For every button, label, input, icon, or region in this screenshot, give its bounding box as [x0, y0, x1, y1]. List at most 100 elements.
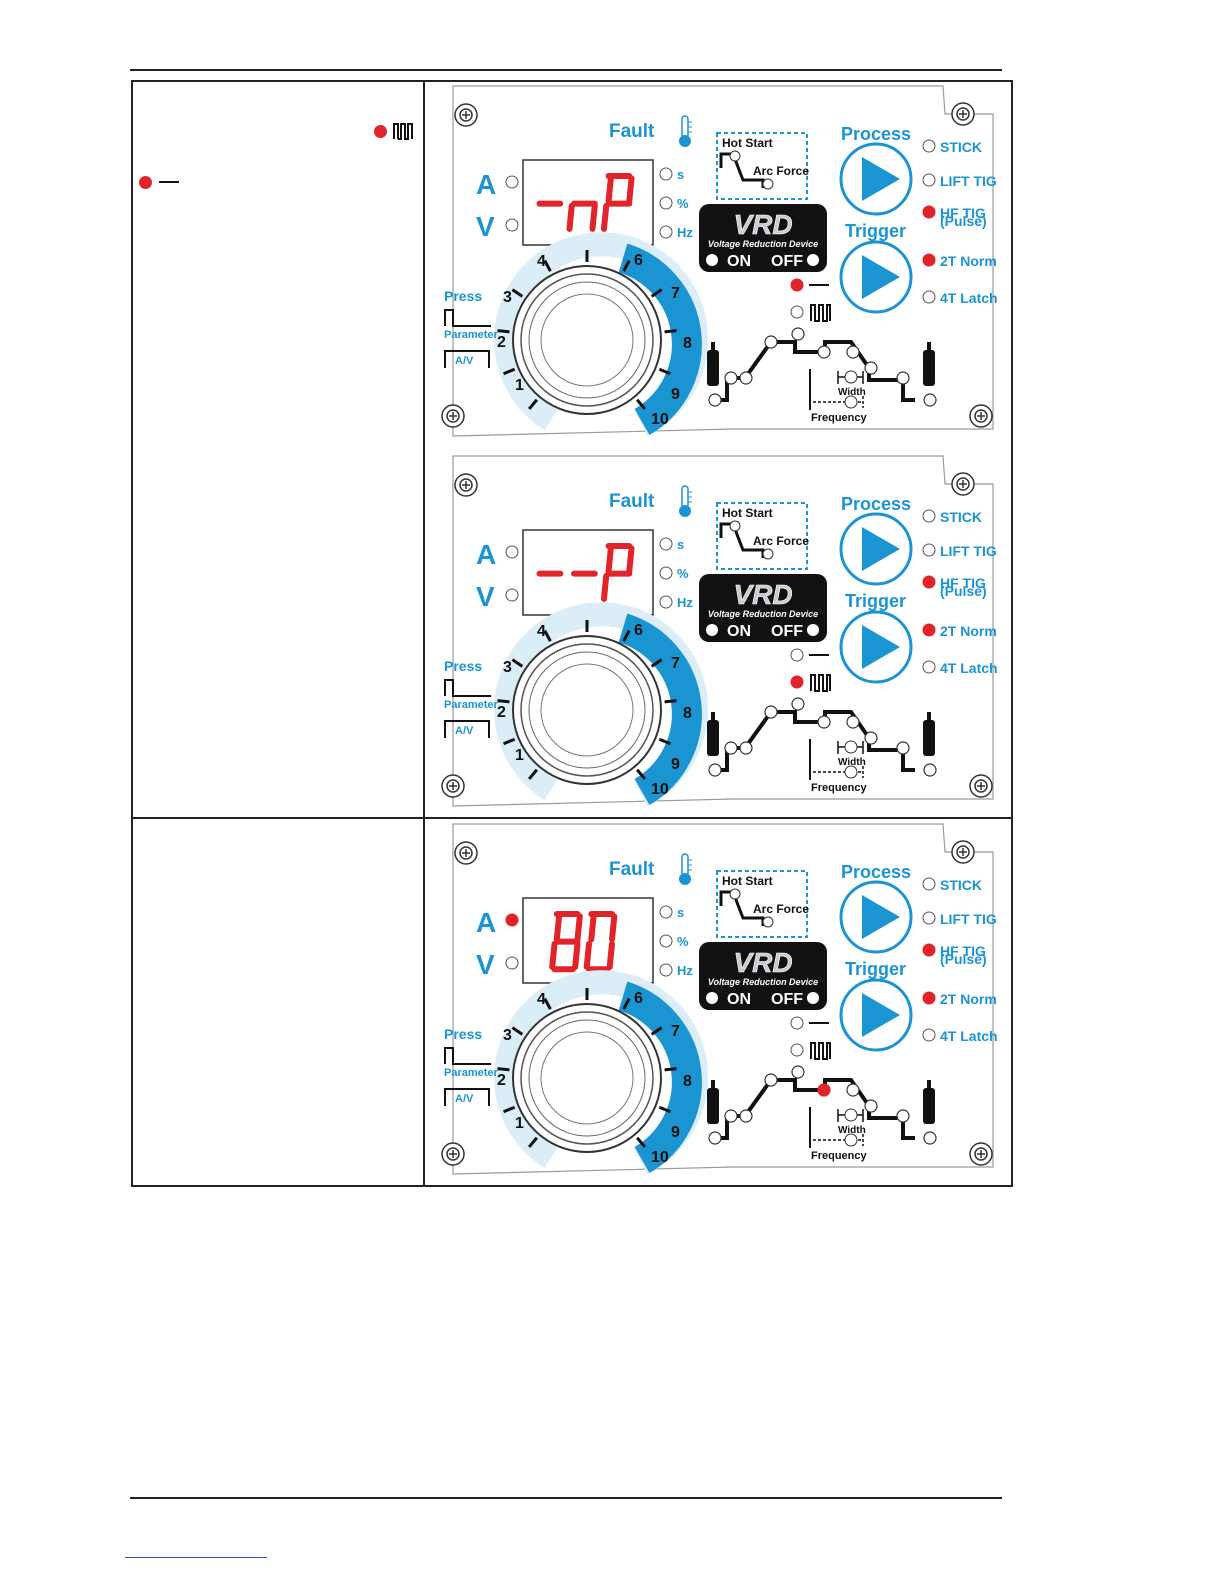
mode-led-0: [922, 509, 936, 523]
process-label: Process: [841, 862, 911, 882]
mode-label-4: 4T Latch: [940, 660, 998, 676]
volts-label: V: [476, 211, 495, 242]
sequence-led-4: [791, 327, 805, 341]
arc-force-led: [762, 548, 774, 560]
unit-label-2: Hz: [677, 225, 693, 240]
press-label: Press: [444, 658, 482, 674]
mode-led-1: [922, 543, 936, 557]
fault-label: Fault: [609, 859, 655, 880]
trigger-button[interactable]: [839, 610, 913, 684]
mode-label-1: LIFT TIG: [940, 173, 997, 189]
width-label: Width: [838, 1125, 866, 1136]
display-digit: [600, 173, 635, 232]
arc-force-label: Arc Force: [753, 902, 809, 916]
gas-bottle-icon: [707, 712, 719, 756]
frequency-label: Frequency: [811, 412, 868, 424]
gas-bottle-icon: [923, 1080, 935, 1124]
mode-led-4: [922, 1028, 936, 1042]
pulse-led: [790, 675, 804, 689]
header-rule: [130, 69, 1002, 71]
dial-tick: [635, 768, 646, 780]
press-label: Press: [444, 288, 482, 304]
sequence-led-6: [846, 715, 860, 729]
amps-led: [505, 913, 519, 927]
trigger-label: Trigger: [845, 959, 906, 979]
display-segment: [572, 940, 581, 970]
trigger-button[interactable]: [839, 978, 913, 1052]
mode-led-0: [922, 877, 936, 891]
mode-label-3: 2T Norm: [940, 623, 997, 639]
sequence-led-2: [739, 741, 753, 755]
parameter-label: Parameter: [444, 1067, 499, 1079]
display-segment: [605, 545, 614, 575]
display-segment: [566, 202, 575, 232]
row-divider: [133, 817, 1011, 819]
sequence-led-3: [764, 335, 778, 349]
dc-legend: [139, 175, 180, 189]
dc-led: [790, 278, 804, 292]
dial-tick: [635, 1136, 646, 1148]
parameter-dial[interactable]: [494, 602, 709, 806]
frequency-led: [844, 1133, 858, 1147]
sequence-led-8: [896, 1109, 910, 1123]
dial-tick: [502, 737, 516, 746]
parameter-dial[interactable]: [494, 232, 709, 436]
sequence-led-4: [791, 697, 805, 711]
mode-label-3: 2T Norm: [940, 991, 997, 1007]
dial-number-1: 2: [497, 334, 506, 351]
press-step-icon: [444, 1047, 491, 1065]
process-button[interactable]: [839, 142, 913, 216]
width-led: [844, 740, 858, 754]
dc-led: [790, 1016, 804, 1030]
display-segment: [600, 202, 610, 232]
vrd-caption: Voltage Reduction Device: [708, 239, 818, 249]
seven-segment-display: [536, 173, 635, 232]
dial-tick: [528, 768, 539, 780]
parameter-dial[interactable]: [494, 970, 709, 1174]
dial-tick: [658, 367, 672, 376]
vrd-box: [699, 204, 827, 272]
screw-icon: [454, 473, 478, 497]
screw-icon: [969, 404, 993, 428]
dial-number-5: 7: [671, 285, 680, 302]
width-label: Width: [838, 757, 866, 768]
dial-tick: [497, 329, 510, 334]
press-step-icon: [444, 309, 491, 327]
av-label: A/V: [455, 725, 474, 737]
gas-bottle-icon: [707, 342, 719, 386]
display-segment: [549, 940, 558, 970]
mode-led-2: [922, 205, 936, 219]
vrd-on-label: ON: [727, 991, 751, 1008]
sequence-led-8: [896, 371, 910, 385]
dial-number-4: 6: [634, 622, 643, 639]
amps-label: A: [476, 539, 496, 570]
dc-line-icon: [159, 181, 179, 183]
screw-icon: [969, 774, 993, 798]
dial-tick: [622, 997, 631, 1010]
unit-label-1: %: [677, 196, 689, 211]
process-button[interactable]: [839, 880, 913, 954]
sequence-led-1: [724, 371, 738, 385]
screw-icon: [441, 774, 465, 798]
volts-label: V: [476, 581, 495, 612]
sequence-led-2: [739, 1109, 753, 1123]
dial-number-8: 10: [651, 1149, 669, 1166]
trigger-button[interactable]: [839, 240, 913, 314]
width-led: [844, 370, 858, 384]
hot-start-label: Hot Start: [722, 874, 773, 888]
dial-tick: [664, 699, 677, 704]
av-bracket-icon: [444, 1088, 490, 1106]
dial-tick: [502, 367, 516, 376]
process-button[interactable]: [839, 512, 913, 586]
process-label: Process: [841, 124, 911, 144]
dial-tick: [543, 997, 552, 1010]
av-bracket-icon: [444, 720, 490, 738]
dial-tick: [658, 1105, 672, 1114]
dial-number-2: 3: [503, 289, 512, 306]
dial-number-8: 10: [651, 411, 669, 428]
mode-label-0: STICK: [940, 509, 982, 525]
footer-rule: [130, 1497, 1002, 1499]
dial-tick: [664, 329, 677, 334]
